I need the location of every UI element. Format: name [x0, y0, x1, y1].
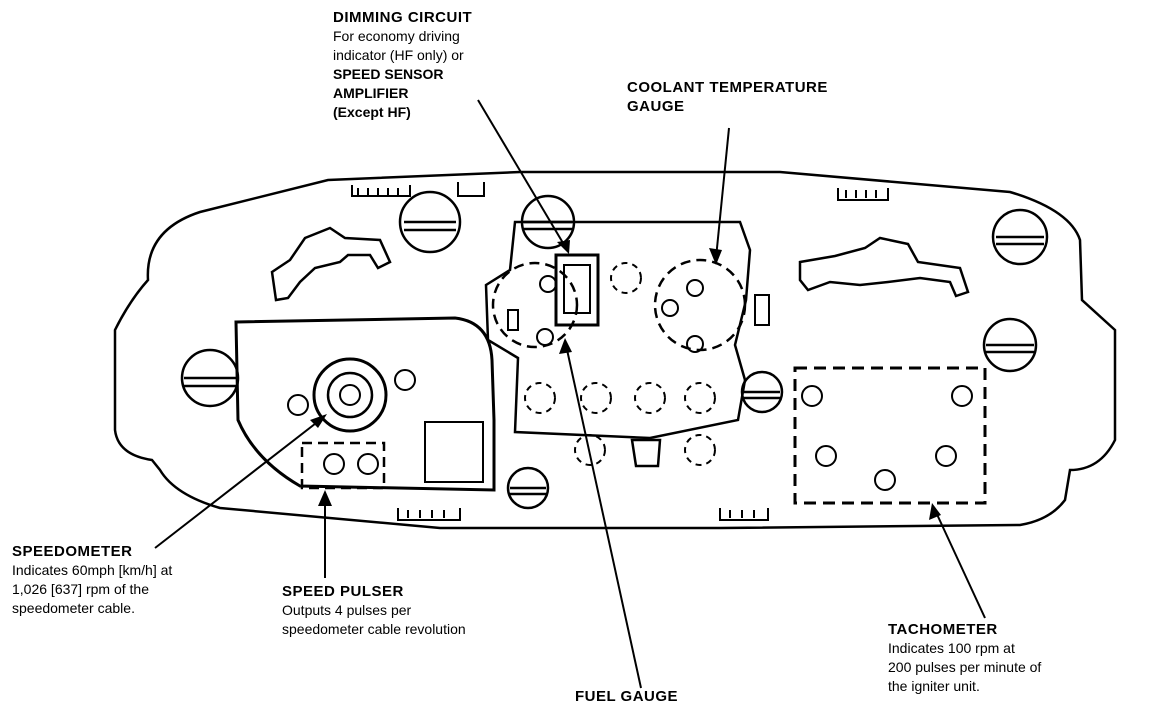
coolant-title-1: COOLANT TEMPERATURE	[627, 79, 828, 96]
tachometer-line1: Indicates 100 rpm at	[888, 640, 1015, 656]
speed-pulser-line1: Outputs 4 pulses per	[282, 602, 412, 618]
center-circuit-board	[484, 220, 752, 440]
speedometer-line3: speedometer cable.	[12, 600, 135, 616]
speedometer-title: SPEEDOMETER	[12, 543, 133, 560]
except-hf-note: (Except HF)	[333, 104, 411, 120]
top-tab-right	[837, 188, 889, 201]
speed-pulser-title: SPEED PULSER	[282, 583, 404, 600]
mounting-bosses	[180, 190, 1049, 510]
fuel-gauge-label: FUEL GAUGE	[575, 687, 678, 706]
top-tab-small	[457, 182, 485, 197]
speedometer-screw-right	[394, 369, 416, 391]
amplifier-title: AMPLIFIER	[333, 85, 409, 101]
dimming-circuit-box	[554, 253, 600, 327]
speed-pulser-label: SPEED PULSER Outputs 4 pulses per speedo…	[282, 582, 466, 639]
leader-lines	[154, 99, 986, 689]
speedometer-line2: 1,026 [637] rpm of the	[12, 581, 149, 597]
bottom-connector	[630, 438, 662, 468]
fuel-gauge-circle	[491, 261, 579, 349]
arrowheads	[310, 240, 941, 520]
coolant-title-2: GAUGE	[627, 98, 685, 115]
speedometer-block	[424, 421, 484, 483]
indicator-sockets	[524, 262, 716, 466]
tachometer-line2: 200 pulses per minute of	[888, 659, 1042, 675]
speed-pulser-line2: speedometer cable revolution	[282, 621, 466, 637]
speed-sensor-title: SPEED SENSOR	[333, 66, 444, 82]
coolant-gauge-label: COOLANT TEMPERATURE GAUGE	[627, 78, 828, 116]
housing-outline	[113, 170, 1117, 530]
speedometer-label: SPEEDOMETER Indicates 60mph [km/h] at 1,…	[12, 542, 172, 618]
tachometer-title: TACHOMETER	[888, 621, 998, 638]
fuel-gauge-title: FUEL GAUGE	[575, 688, 679, 705]
left-bracket-clip	[270, 226, 392, 302]
bottom-tab-right	[719, 508, 769, 521]
tachometer-label: TACHOMETER Indicates 100 rpm at 200 puls…	[888, 620, 1041, 696]
tachometer-line3: the igniter unit.	[888, 678, 980, 694]
top-tab-left	[351, 185, 411, 197]
coolant-gauge-circle	[653, 258, 747, 352]
speedometer-line1: Indicates 60mph [km/h] at	[12, 562, 173, 578]
dimming-circuit-title: DIMMING CIRCUIT	[333, 9, 473, 26]
dimming-circuit-line1: For economy driving	[333, 28, 460, 44]
tachometer-box	[793, 366, 987, 505]
bottom-tab-left	[397, 508, 461, 521]
speedometer-drive	[312, 357, 388, 433]
speedometer-housing	[234, 316, 496, 492]
right-bracket-clip	[798, 236, 970, 298]
speedometer-screw-left	[287, 394, 309, 416]
speed-pulser-box	[300, 441, 386, 490]
dimming-circuit-line2: indicator (HF only) or	[333, 47, 464, 63]
dimming-circuit-label: DIMMING CIRCUIT For economy driving indi…	[333, 8, 472, 122]
